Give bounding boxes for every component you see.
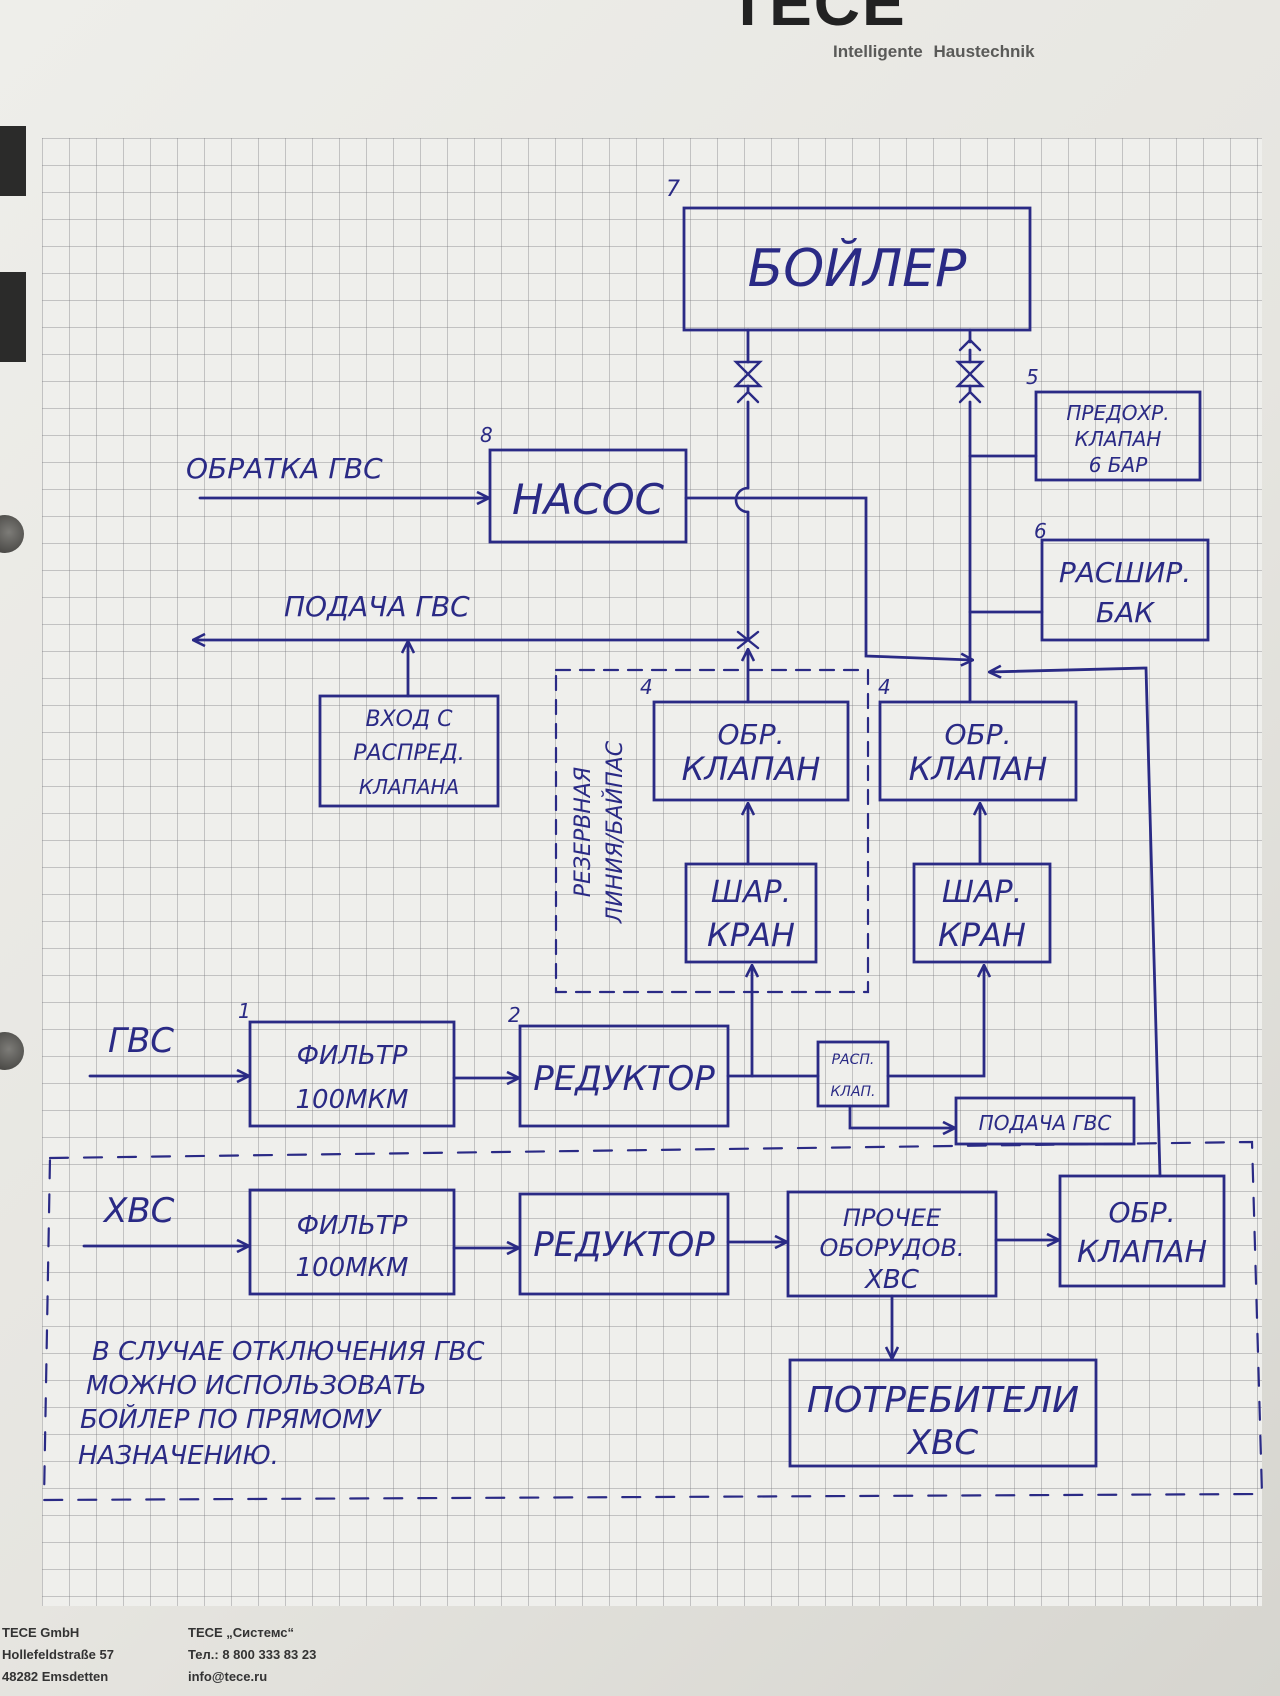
hot-water-label: ГВС [108,1021,174,1061]
check-valve-right-label: ОБР. [944,718,1011,751]
ball-valve-right-label: КРАН [938,916,1026,954]
other-equipment-label: ПРОЧЕЕ [843,1204,942,1232]
reducer-hw-number: 2 [508,1003,521,1027]
reducer-cw-label: РЕДУКТОР [533,1225,715,1265]
cold-water-label: ХВС [102,1191,175,1231]
chevron-up-icon [736,390,760,404]
reducer-cw-box [518,1192,730,1296]
safety-valve-label: 6 БАР [1089,453,1148,477]
consumers-label: ХВС [906,1423,979,1463]
check-valve-right-label: КЛАПАН [909,750,1048,788]
safety-valve-label: ПРЕДОХР. [1066,401,1169,425]
bypass-label: ЛИНИЯ/БАЙПАС [602,740,628,924]
check-valve-cw-label: ОБР. [1108,1196,1175,1229]
boiler-label: БОЙЛЕР [748,238,967,299]
footer-line: TECE „Системс“ [188,1625,294,1640]
footer-line: info@tece.ru [188,1669,268,1684]
check-valve-right-box [878,700,1078,802]
check-valve-left-label: ОБР. [717,718,784,751]
expansion-tank-label: РАСШИР. [1059,556,1191,589]
dist-valve-label: РАСП. [832,1052,875,1068]
filter-cw-label: ФИЛЬТР [297,1211,408,1241]
filter-hw-label: ФИЛЬТР [297,1041,408,1071]
ball-valve-right-label: ШАР. [942,875,1022,910]
ball-valve-left-label: ШАР. [711,875,791,910]
note-line: БОЙЛЕР ПО ПРЯМОМУ [80,1403,383,1435]
chevron-up-icon [958,338,982,352]
filter-hw-label: 100МКМ [296,1085,409,1115]
pump-box [488,448,688,544]
binder-tab [0,272,26,362]
footer-company-de: TECE GmbH Hollefeldstraße 57 48282 Emsde… [2,1622,114,1688]
filter-hw-number: 1 [238,999,251,1023]
footer-line: Hollefeldstraße 57 [2,1647,114,1662]
expansion-tank-label: БАК [1096,596,1155,629]
safety-valve-label: КЛАПАН [1075,427,1162,451]
other-equipment-label: ОБОРУДОВ. [819,1234,964,1262]
other-equipment-label: ХВС [863,1265,920,1295]
reducer-hw-label: РЕДУКТОР [533,1059,715,1099]
note-line: В СЛУЧАЕ ОТКЛЮЧЕНИЯ ГВС [92,1337,485,1367]
boiler-box [682,206,1032,332]
note-line: МОЖНО ИСПОЛЬЗОВАТЬ [86,1371,427,1401]
filter-cw-box [248,1188,456,1296]
check-valve-cw-label: КЛАПАН [1077,1235,1207,1270]
dist-valve-input-label: ВХОД С [365,707,453,732]
supply-hw-small-label: ПОДАЧА ГВС [979,1111,1112,1135]
safety-valve-box [1034,390,1202,482]
grid-paper-area [42,138,1262,1606]
bypass-label: РЕЗЕРВНАЯ [571,767,596,897]
footer-company-ru: TECE „Системс“ Тел.: 8 800 333 83 23 inf… [188,1622,316,1688]
filter-hw-box [248,1020,456,1128]
dist-valve-label: КЛАП. [830,1084,875,1100]
check-valve-cw-box [1058,1174,1226,1288]
consumers-label: ПОТРЕБИТЕЛИ [807,1380,1079,1421]
brand-tagline: Intelligente Haustechnik [833,42,1035,61]
check-valve-left-box [652,700,850,802]
expansion-tank-box [1040,538,1210,642]
filter-cw-label: 100МКМ [296,1253,409,1283]
consumers-box [788,1358,1098,1468]
cross-junction-icon [736,630,760,650]
footer-line: 48282 Emsdetten [2,1669,109,1684]
shutoff-valve-icon [955,360,985,388]
shutoff-valve-icon [733,360,763,388]
ball-valve-right-box [912,862,1052,964]
pump-number: 8 [480,423,493,447]
safety-valve-number: 5 [1026,365,1039,389]
return-hw-label: ОБРАТКА ГВС [186,452,383,485]
supply-hw-label: ПОДАЧА ГВС [284,590,470,623]
check-valve-left-label: КЛАПАН [682,750,821,788]
dist-valve-box [816,1040,890,1108]
expansion-tank-number: 6 [1034,519,1047,543]
binder-tab [0,126,26,196]
dist-valve-input-label: КЛАПАНА [359,775,459,799]
note-line: НАЗНАЧЕНИЮ. [78,1441,279,1471]
brand-logo: TECE [728,0,907,39]
boiler-number: 7 [666,177,680,202]
footer-line: TECE GmbH [2,1625,80,1640]
ball-valve-left-box [684,862,818,964]
pump-label: НАСОС [512,475,665,524]
pipe-crossover-icon [734,486,750,514]
ball-valve-left-label: КРАН [707,916,795,954]
footer-line: Тел.: 8 800 333 83 23 [188,1647,317,1662]
bypass-dashed-frame [554,668,870,994]
chevron-up-icon [958,390,982,404]
check-valve-left-number: 4 [640,675,653,699]
check-valve-right-number: 4 [878,675,891,699]
dist-valve-input-label: РАСПРЕД. [353,741,465,766]
